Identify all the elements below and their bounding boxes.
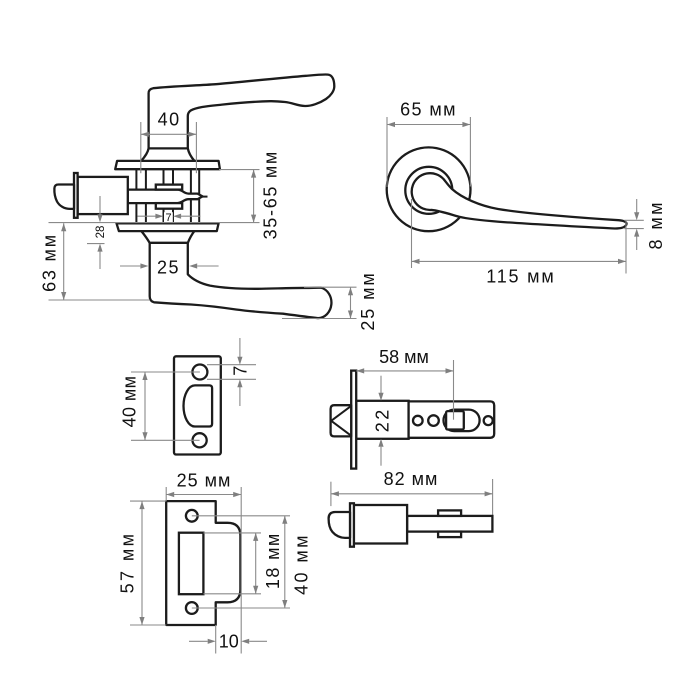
svg-text:40: 40 [158, 110, 181, 130]
svg-text:28: 28 [95, 226, 107, 239]
svg-text:35-65 мм: 35-65 мм [260, 150, 280, 239]
svg-text:82 мм: 82 мм [384, 469, 439, 489]
svg-text:25 мм: 25 мм [358, 271, 378, 330]
svg-text:63 мм: 63 мм [39, 233, 59, 292]
svg-text:57 мм: 57 мм [118, 532, 138, 594]
svg-text:25 мм: 25 мм [177, 471, 232, 491]
svg-text:58 мм: 58 мм [379, 347, 429, 367]
svg-text:40 мм: 40 мм [120, 376, 140, 428]
svg-text:8 мм: 8 мм [646, 200, 666, 249]
svg-text:18 мм: 18 мм [263, 532, 283, 589]
svg-text:7: 7 [231, 366, 251, 376]
svg-text:10: 10 [219, 631, 239, 651]
svg-text:40 мм: 40 мм [292, 533, 312, 595]
svg-text:22: 22 [373, 407, 393, 432]
svg-text:7: 7 [166, 212, 172, 224]
svg-text:115 мм: 115 мм [486, 267, 555, 287]
svg-text:65 мм: 65 мм [400, 99, 457, 119]
svg-text:25: 25 [157, 258, 180, 278]
